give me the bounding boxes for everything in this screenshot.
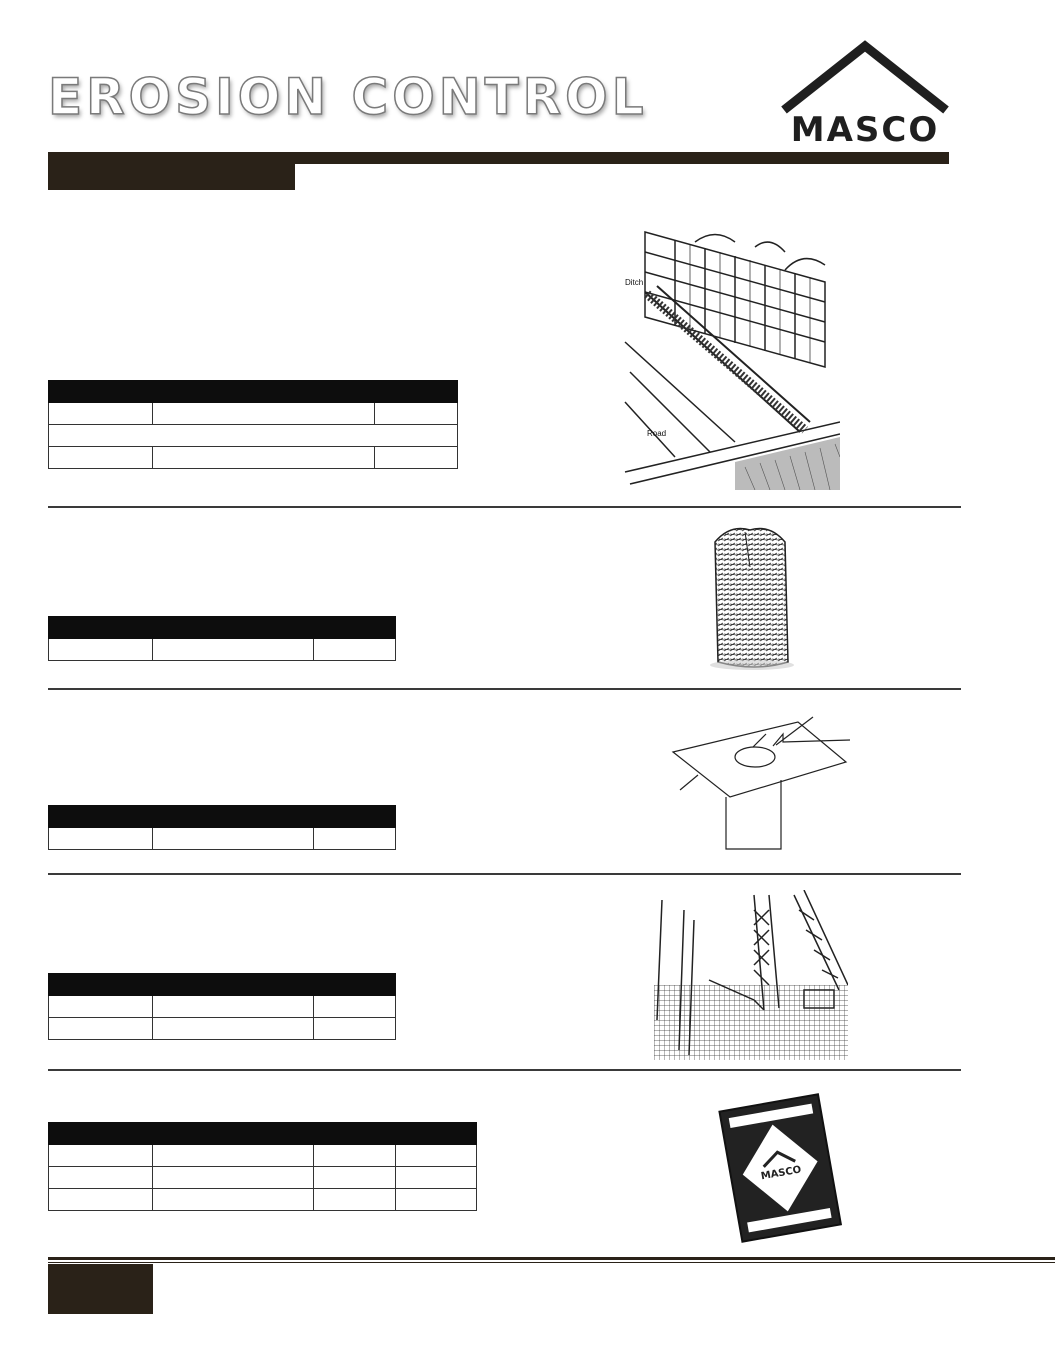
footer-page-tab xyxy=(48,1264,153,1314)
ditch-label: Ditch xyxy=(625,278,643,287)
table-row xyxy=(48,1144,477,1167)
spec-table-3 xyxy=(47,805,397,850)
table-row xyxy=(48,995,397,1018)
product-bag-illustration: MASCO xyxy=(718,1093,843,1243)
section-divider xyxy=(48,873,961,875)
spec-table-1 xyxy=(47,380,459,469)
footer-rule-thin xyxy=(48,1262,1055,1263)
table-header xyxy=(48,1122,477,1145)
table-header-row xyxy=(47,380,459,403)
section-divider xyxy=(48,688,961,690)
road-label: Road xyxy=(647,429,666,438)
table-header-row xyxy=(47,616,397,639)
spec-table-4 xyxy=(47,973,397,1040)
section-divider xyxy=(48,506,961,508)
section-divider xyxy=(48,1069,961,1071)
table-row xyxy=(48,827,397,850)
spec-table-2 xyxy=(47,616,397,661)
silt-fence-ditch-illustration: Ditch Road xyxy=(624,231,840,490)
table-row xyxy=(48,1188,477,1211)
logo-text: MASCO xyxy=(790,110,940,150)
roof-icon xyxy=(781,40,949,114)
table-header xyxy=(47,973,397,996)
footer-rule xyxy=(48,1257,1055,1260)
table-row xyxy=(48,1017,397,1040)
spec-table-5 xyxy=(48,1122,477,1211)
table-row xyxy=(48,638,397,661)
erosion-log-illustration xyxy=(710,527,794,670)
table-row xyxy=(48,446,459,469)
table-row xyxy=(48,1166,477,1189)
table-header-row xyxy=(47,805,397,828)
table-header xyxy=(47,380,459,403)
table-row xyxy=(47,424,459,447)
table-row xyxy=(48,402,459,425)
section-tab xyxy=(48,152,295,190)
masco-logo: MASCO xyxy=(780,40,950,152)
table-header-row xyxy=(47,973,397,996)
table-header-row xyxy=(48,1122,477,1145)
inlet-protection-illustration xyxy=(671,716,851,850)
table-header xyxy=(47,805,397,828)
page-title: EROSION CONTROL xyxy=(47,67,648,127)
table-header xyxy=(47,616,397,639)
construction-netting-illustration xyxy=(654,890,848,1060)
